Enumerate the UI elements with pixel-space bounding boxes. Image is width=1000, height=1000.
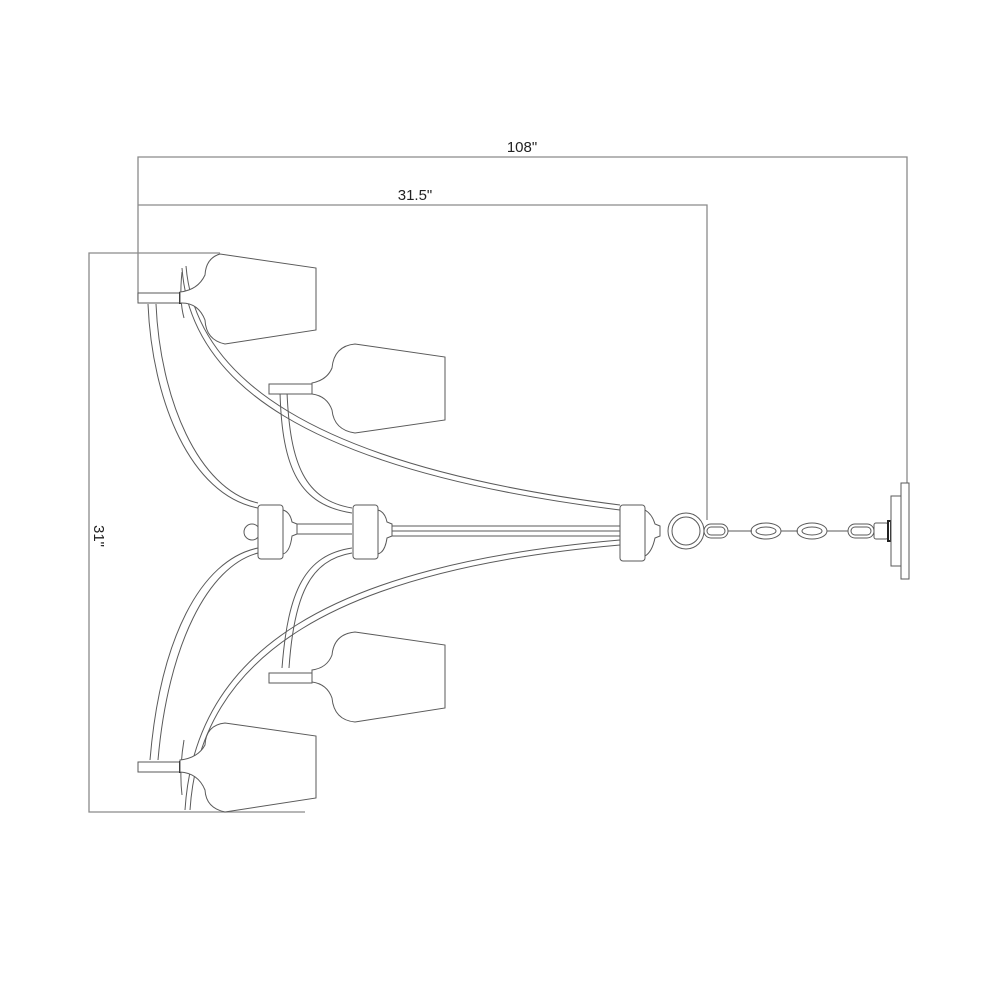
fixture-width-label: 31.5"	[398, 187, 433, 204]
chain	[667, 512, 892, 550]
dimension-overall-length: 108"	[137, 139, 908, 490]
fixture-height-label: 31"	[90, 525, 107, 547]
lower-inner-shade	[268, 631, 446, 723]
ceiling-canopy	[890, 482, 910, 580]
hub-middle	[352, 504, 393, 560]
center-rod	[295, 523, 620, 537]
overall-length-label: 108"	[507, 139, 537, 156]
arms	[147, 265, 621, 811]
dimension-fixture-width: 31.5"	[138, 187, 708, 520]
hub-left	[243, 504, 298, 560]
dimension-fixture-height: 31"	[88, 252, 305, 813]
hub-right	[619, 504, 661, 562]
upper-outer-shade	[137, 253, 317, 345]
upper-inner-shade	[268, 343, 446, 434]
lower-outer-shade	[137, 722, 317, 813]
